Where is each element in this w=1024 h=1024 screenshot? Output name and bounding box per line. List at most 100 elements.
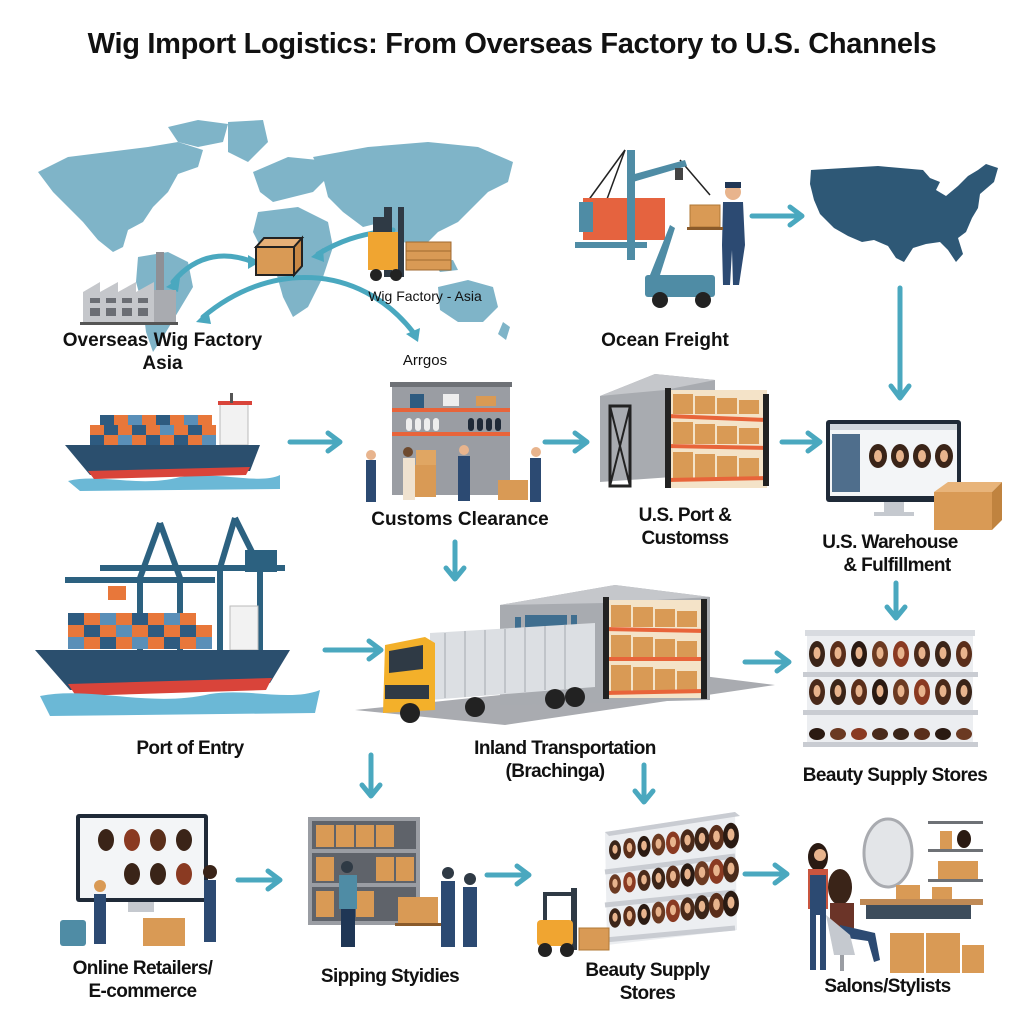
wig-icon [623,872,636,893]
wig-icon [609,840,621,860]
label-line: Customss [641,527,729,549]
shelf-top [605,812,740,836]
inland-truck-warehouse-illustration [355,585,775,730]
wig-icon [809,641,825,667]
wig-icon [723,822,739,849]
label-customs-clearance: Customs Clearance [371,509,549,530]
wig-icon [623,838,636,859]
label-online-retailers: Online Retailers/ E-commerce [55,958,230,1004]
wig-icon [637,903,651,925]
shelf-board [803,742,978,747]
wig-icon [609,874,621,894]
wig-icon [872,641,888,667]
shelf-board [803,672,978,677]
label-line: Asia [142,352,183,374]
label-line: E-commerce [88,980,197,1002]
wig-icon [680,829,695,853]
salon-illustration [800,815,985,975]
us-map-illustration [808,162,1003,277]
label-port-of-entry: Port of Entry [136,738,244,759]
forklift-icon [368,207,452,281]
label-line: Stores [619,982,676,1004]
wig-icon [956,641,972,667]
wig-icon [723,856,739,883]
arrow-down-icon [632,762,656,807]
label-salons-stylists: Salons/Stylists [824,976,951,997]
beauty-supply-shelf-illustration [803,630,978,748]
label-us-warehouse: U.S. Warehouse & Fulfillment [800,532,980,578]
wig-icon [935,679,951,705]
arrow-down-icon [359,752,383,801]
wig-icon [830,679,846,705]
label-inland-transportation: Inland Transportation (Brachinga) [455,738,675,784]
arrow-right-icon [779,430,826,454]
wig-icon [708,892,725,918]
wig-icon [708,858,725,884]
customs-clearance-illustration [358,380,548,505]
wig-icon [893,679,909,705]
label-line: & Fulfillment [843,554,951,576]
wig-icon [851,679,867,705]
wig-icon [723,890,739,917]
arrow-right-icon [742,650,795,674]
label-line: U.S. Warehouse [822,532,958,553]
label-shipping-studies: Sipping Styidies [320,966,460,987]
wig-icon [680,863,695,887]
diagram-title: Wig Import Logistics: From Overseas Fact… [87,28,937,60]
arrow-right-icon [484,863,535,887]
arrow-down-icon [443,539,467,584]
us-port-warehouse-illustration [595,374,775,492]
shelf-board [604,925,736,943]
beauty-supply-stores-bottom-illustration [535,810,745,960]
wig-icon [893,641,909,667]
arrow-down-icon [888,285,912,403]
wig-icon [651,901,666,924]
wig-bun-icon [830,728,846,740]
wig-bun-icon [893,728,909,740]
arrow-right-icon [749,204,808,228]
wig-bun-icon [935,728,951,740]
label-line: Overseas Wig Factory [62,330,263,351]
wig-icon [623,906,636,927]
wig-icon [914,679,930,705]
wig-icon [680,897,695,921]
arrow-right-icon [542,430,593,454]
ecommerce-monitor-illustration [826,420,1002,532]
arrow-right-icon [235,868,286,892]
wig-icon [694,861,710,886]
arrow-right-icon [742,862,793,886]
shipping-studies-illustration [303,815,488,950]
label-overseas-factory: Overseas Wig Factory Asia [40,330,285,376]
port-of-entry-illustration [30,516,325,718]
wig-icon [651,833,666,856]
crate-icon [253,235,305,278]
shelf-board [803,710,978,715]
map-caption-wig-factory-asia: Wig Factory - Asia [368,288,482,304]
wig-icon [830,641,846,667]
wig-icon [809,679,825,705]
wig-icon [666,831,680,855]
wig-icon [935,641,951,667]
wig-icon [609,908,621,928]
shelf-top [805,630,975,636]
map-caption-secondary: Arrgos [402,352,448,369]
arrow-down-icon [884,580,908,623]
wig-icon [666,899,680,923]
label-ocean-freight: Ocean Freight [601,330,729,351]
wig-icon [666,865,680,889]
wig-icon [651,867,666,890]
container-ship-illustration [60,393,285,493]
wig-icon [694,827,710,852]
label-line: Inland Transportation [474,738,656,759]
forklift-icon [537,888,610,957]
wig-icon [708,824,725,850]
ocean-freight-crane-illustration [575,149,755,315]
label-beauty-supply-stores-bottom: Beauty Supply Stores [560,960,735,1006]
wig-icon [914,641,930,667]
label-line: (Brachinga) [505,760,606,782]
shelf-board [604,853,736,875]
label-line: Beauty Supply [585,960,710,981]
wig-bun-icon [914,728,930,740]
label-line: Online Retailers/ [72,958,213,979]
wig-bun-icon [851,728,867,740]
